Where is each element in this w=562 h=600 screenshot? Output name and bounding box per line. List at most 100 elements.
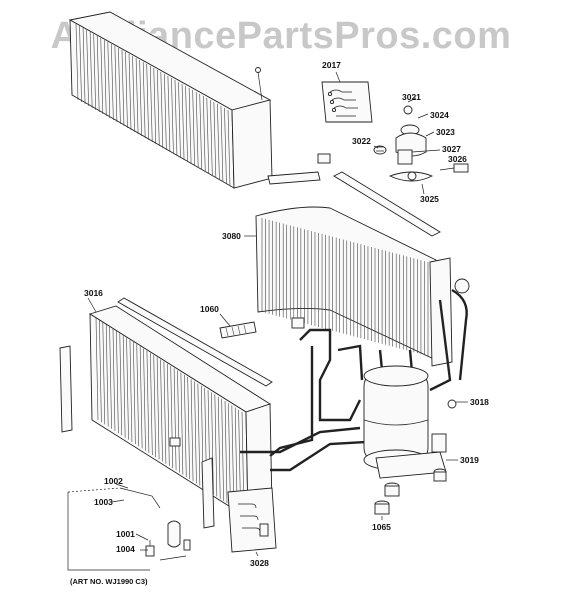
coil-fin: [122, 335, 126, 438]
coil-fin: [146, 350, 150, 453]
coil-fin: [183, 374, 187, 477]
coil-fin: [100, 37, 104, 115]
coil-fin: [192, 89, 195, 167]
coil-fin: [210, 99, 213, 177]
coil-fin: [82, 27, 86, 105]
callout-3018: 3018: [470, 397, 489, 407]
side-rail: [201, 457, 215, 529]
coil-fin: [133, 342, 136, 445]
coil-fin: [217, 396, 221, 499]
coil-fin: [197, 383, 201, 486]
coil-fin: [178, 81, 181, 159]
callout-1002: 1002: [104, 476, 123, 486]
coil-fin: [139, 59, 142, 137]
bolt-head: [255, 67, 261, 73]
coil-fin: [202, 95, 206, 173]
coil-fin: [194, 381, 197, 484]
callout-3025: 3025: [420, 194, 439, 204]
small-clip: [169, 437, 181, 447]
coil-fin: [224, 107, 227, 185]
coil-fin: [160, 71, 164, 149]
coil-fin: [121, 49, 125, 127]
coil-fin: [228, 403, 231, 506]
top-condenser-coil: [68, 11, 273, 189]
coil-fin: [173, 368, 177, 471]
thermostat-bulb: [454, 278, 470, 294]
coil-fin: [142, 61, 146, 139]
callout-3024: 3024: [430, 110, 449, 120]
coil-fin: [102, 322, 106, 425]
coil-fin: [105, 324, 109, 427]
callout-3022: 3022: [352, 136, 371, 146]
callout-1001: 1001: [116, 529, 135, 539]
coil-fin: [170, 366, 173, 469]
fan-motor-parts: [373, 105, 469, 182]
coil-fin: [128, 53, 132, 131]
part-3021-nut: [403, 105, 413, 115]
part-1060-grille: [219, 321, 257, 339]
part-3018-fastener: [447, 399, 457, 409]
foam-block: [317, 153, 331, 164]
coil-fin: [79, 25, 82, 103]
coil-fin: [95, 317, 99, 421]
coil-fin: [112, 328, 116, 431]
coil-fin: [129, 339, 133, 442]
coil-fin: [143, 348, 146, 451]
coil-fin: [89, 31, 93, 109]
coil-fin: [107, 41, 111, 119]
coil-fin: [153, 67, 157, 145]
coil-fin: [96, 35, 100, 113]
coil-fin: [195, 91, 199, 169]
coil-fin: [149, 65, 153, 143]
coil-fin: [167, 75, 171, 153]
compressor: [363, 365, 447, 479]
part-3027-block: [397, 149, 413, 165]
callout-3021: 3021: [402, 92, 421, 102]
coil-fin: [153, 355, 157, 458]
coil-fin: [150, 352, 153, 455]
coil-fin: [174, 79, 178, 157]
coil-fin: [126, 337, 129, 440]
coil-fin: [132, 55, 135, 133]
coil-fin: [93, 33, 96, 111]
coil-fin: [220, 105, 224, 183]
part-3028-bracket-set: [227, 487, 277, 553]
coil-fin: [118, 47, 121, 125]
coil-fin: [211, 392, 214, 495]
coil-fin: [111, 43, 114, 121]
seal-strip-right: [333, 171, 441, 237]
callout-1003: 1003: [94, 497, 113, 507]
callout-3023: 3023: [436, 127, 455, 137]
callout-1065: 1065: [372, 522, 391, 532]
coil-fin: [187, 377, 190, 480]
coil-fin: [139, 346, 143, 449]
callout-3027: 3027: [442, 144, 461, 154]
coil-fin: [119, 333, 123, 436]
part-3026-plug: [453, 163, 469, 173]
coil-fin: [231, 405, 235, 508]
callout-3028: 3028: [250, 558, 269, 568]
coil-bolt: [257, 71, 263, 101]
coil-fin: [135, 57, 139, 135]
part-1065-grommets: [374, 468, 447, 515]
callout-1060: 1060: [200, 304, 219, 314]
coil-fin: [157, 69, 160, 147]
callout-3016: 3016: [84, 288, 103, 298]
callout-3080: 3080: [222, 231, 241, 241]
coil-fin: [190, 379, 194, 482]
wiring-harness: [67, 487, 191, 571]
coil-fin: [163, 361, 167, 464]
coil-fin: [146, 63, 149, 141]
coil-fin: [114, 45, 118, 123]
coil-fin: [221, 398, 224, 501]
coil-fin: [206, 97, 210, 175]
callout-3019: 3019: [460, 455, 479, 465]
coil-fin: [116, 331, 119, 434]
coil-fin: [86, 29, 89, 107]
coil-fin: [136, 344, 140, 447]
art-number: (ART NO. WJ1990 C3): [70, 577, 148, 586]
callout-3026: 3026: [448, 154, 467, 164]
coil-fin: [103, 39, 107, 117]
coil-fin: [188, 87, 192, 165]
